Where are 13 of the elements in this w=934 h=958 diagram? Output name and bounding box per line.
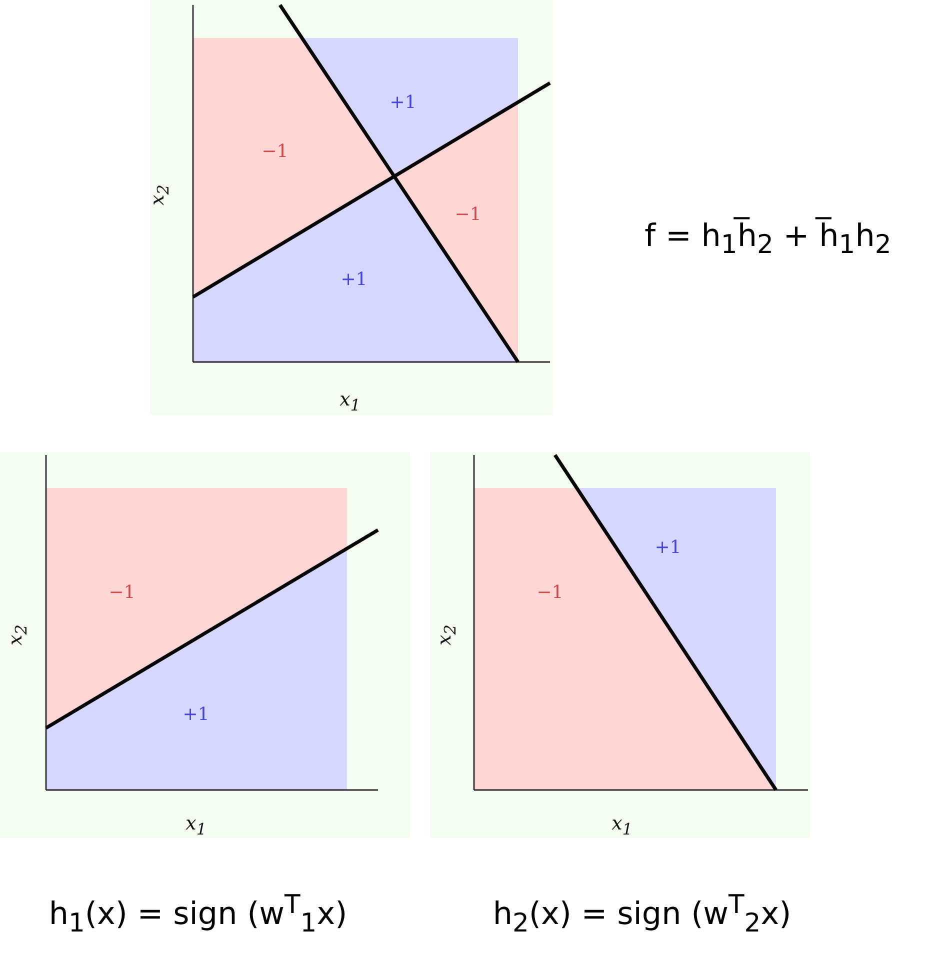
region-label: +1 xyxy=(390,94,416,112)
region-label: +1 xyxy=(340,271,368,289)
formula: h$_{1}$(x) = sign (w$^{T}$$_{1}$x) xyxy=(48,892,348,938)
region-label: −1 xyxy=(454,206,482,224)
region-label: −1 xyxy=(262,143,288,161)
region-label: −1 xyxy=(108,584,136,602)
region-label: −1 xyxy=(536,584,564,602)
axis-label: x$_{1}$ xyxy=(186,814,206,838)
axis-label: x$_{1}$ xyxy=(612,814,632,838)
region-label: +1 xyxy=(182,706,210,724)
formula: h$_{2}$(x) = sign (w$^{T}$$_{2}$x) xyxy=(492,892,792,938)
axis-label: x$_{1}$ xyxy=(340,390,360,414)
region-label: +1 xyxy=(654,539,682,557)
